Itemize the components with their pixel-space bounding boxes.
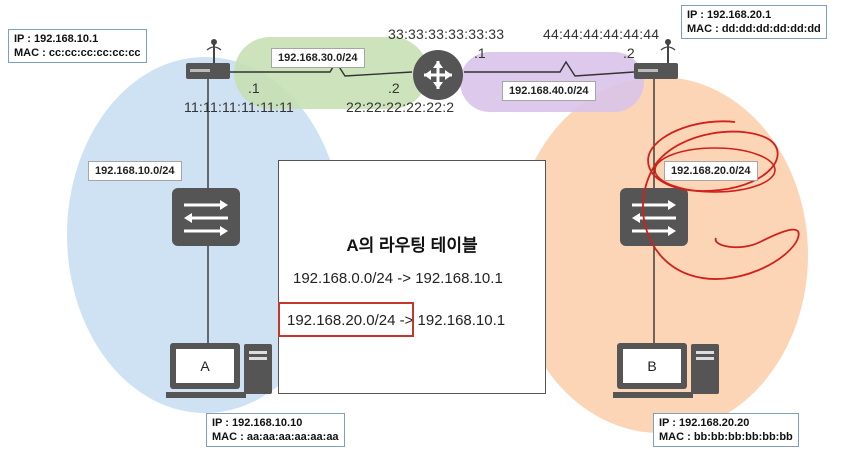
route-arrow: -> [399, 312, 414, 329]
route-dest: 192.168.20.0/24 [287, 312, 396, 329]
right-lan-subnet-label: 192.168.20.0/24 [664, 161, 758, 181]
route-highlight-box [278, 302, 414, 337]
route-dest: 192.168.0.0/24 [293, 270, 394, 287]
right-router-mac: 44:44:44:44:44:44 [543, 26, 660, 42]
left-router-iface: .1 [248, 80, 260, 96]
host-b-computer-icon: B [613, 343, 719, 398]
gateway-b-mac: MAC : dd:dd:dd:dd:dd:dd [687, 23, 821, 35]
host-b-ip: IP : 192.168.20.20 [659, 417, 750, 429]
link-right-subnet-label: 192.168.40.0/24 [502, 81, 596, 101]
routing-table-row: 192.168.0.0/24 -> 192.168.10.1 [293, 270, 503, 287]
host-a-info-box: IP : 192.168.10.10 MAC : aa:aa:aa:aa:aa:… [206, 413, 345, 447]
host-b-info-box: IP : 192.168.20.20 MAC : bb:bb:bb:bb:bb:… [653, 413, 799, 447]
gateway-b-info-box: IP : 192.168.20.1 MAC : dd:dd:dd:dd:dd:d… [681, 5, 827, 39]
gateway-a-info-box: IP : 192.168.10.1 MAC : cc:cc:cc:cc:cc:c… [8, 29, 147, 63]
center-right-iface: .1 [474, 45, 486, 61]
gateway-a-mac: MAC : cc:cc:cc:cc:cc:cc [14, 47, 141, 59]
right-router-icon [634, 39, 678, 79]
host-a-mac: MAC : aa:aa:aa:aa:aa:aa [212, 431, 339, 443]
gateway-b-ip: IP : 192.168.20.1 [687, 9, 772, 21]
red-annotation-scribble [642, 120, 800, 280]
route-arrow: -> [397, 270, 412, 287]
routing-table-title: A의 라우팅 테이블 [346, 236, 478, 255]
right-switch-icon [620, 188, 688, 246]
host-a-ip: IP : 192.168.10.10 [212, 417, 303, 429]
route-next-hop: 192.168.10.1 [417, 312, 506, 329]
right-router-iface: .2 [623, 45, 635, 61]
center-left-iface: .2 [388, 80, 400, 96]
link-left-subnet-label: 192.168.30.0/24 [271, 48, 365, 68]
center-router-icon [413, 50, 463, 100]
left-router-mac: 11:11:11:11:11:11 [184, 99, 295, 115]
left-lan-subnet-label: 192.168.10.0/24 [88, 161, 182, 181]
routing-table-row: 192.168.20.0/24 -> 192.168.10.1 [287, 312, 505, 329]
red-annotation-circle [654, 147, 776, 193]
routing-table-card: A의 라우팅 테이블 192.168.0.0/24 -> 192.168.10.… [278, 160, 546, 394]
host-a-letter: A [200, 358, 210, 374]
center-left-mac: 22:22:22:22:22:2 [346, 99, 455, 115]
center-top-mac: 33:33:33:33:33:33 [388, 26, 505, 42]
route-next-hop: 192.168.10.1 [415, 270, 503, 287]
host-b-letter: B [647, 358, 656, 374]
host-a-computer-icon: A [166, 343, 272, 398]
host-b-mac: MAC : bb:bb:bb:bb:bb:bb [659, 431, 793, 443]
gateway-a-ip: IP : 192.168.10.1 [14, 33, 99, 45]
left-switch-icon [172, 188, 240, 246]
left-router-icon [186, 39, 230, 79]
